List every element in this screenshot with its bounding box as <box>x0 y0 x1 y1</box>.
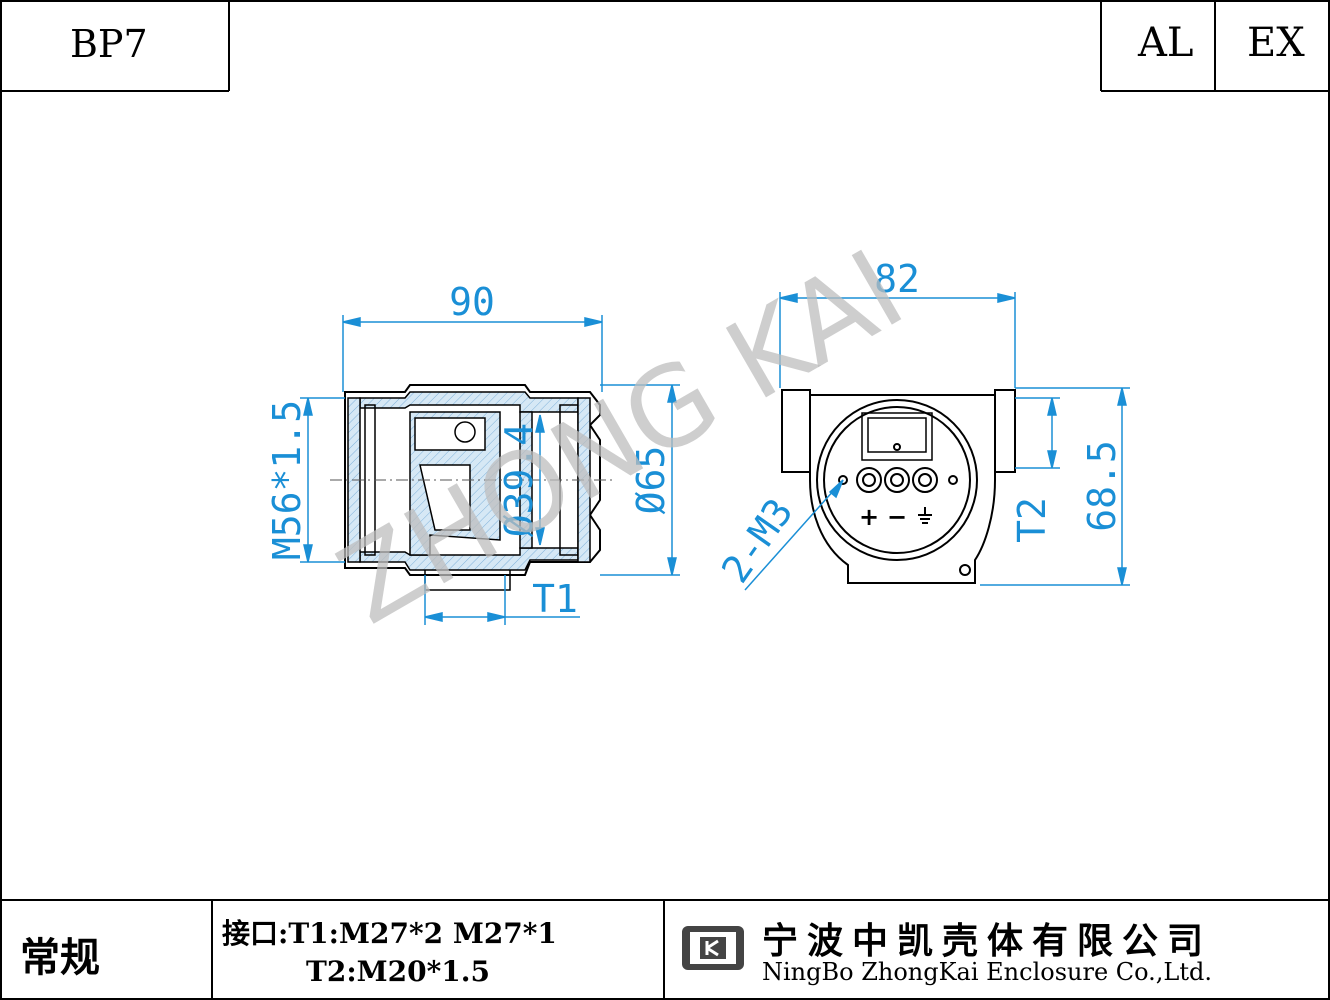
interface-line-1: 接口:T1:M27*2 M27*1 <box>222 917 557 950</box>
thread-dim: M56*1.5 <box>265 400 309 560</box>
interface-line-2: T2:M20*1.5 <box>306 955 490 988</box>
terminal-plus-label: + <box>859 503 879 531</box>
inner-diameter-dim: Ø39.4 <box>497 423 541 537</box>
terminal-minus-label: − <box>887 503 907 531</box>
company-name-cn: 宁波中凯壳体有限公司 <box>762 921 1213 962</box>
company-name-en: NingBo ZhongKai Enclosure Co.,Ltd. <box>762 958 1212 986</box>
certification-code: EX <box>1247 20 1305 66</box>
front-view <box>781 389 1016 584</box>
side-section-view <box>330 384 615 591</box>
side-view-dimensions <box>300 315 680 625</box>
model-number: BP7 <box>70 22 148 66</box>
port-t2-dim: T2 <box>1010 497 1054 543</box>
front-width-dim: 82 <box>874 257 920 301</box>
height-dim: 68.5 <box>1080 440 1124 532</box>
front-view-dimensions <box>744 292 1130 591</box>
outer-diameter-dim: Ø65 <box>629 446 673 515</box>
port-t1-dim: T1 <box>532 577 578 621</box>
company-logo <box>682 926 744 970</box>
category-label: 常规 <box>20 935 100 981</box>
side-width-dim: 90 <box>449 280 495 324</box>
material-code: AL <box>1138 20 1194 66</box>
